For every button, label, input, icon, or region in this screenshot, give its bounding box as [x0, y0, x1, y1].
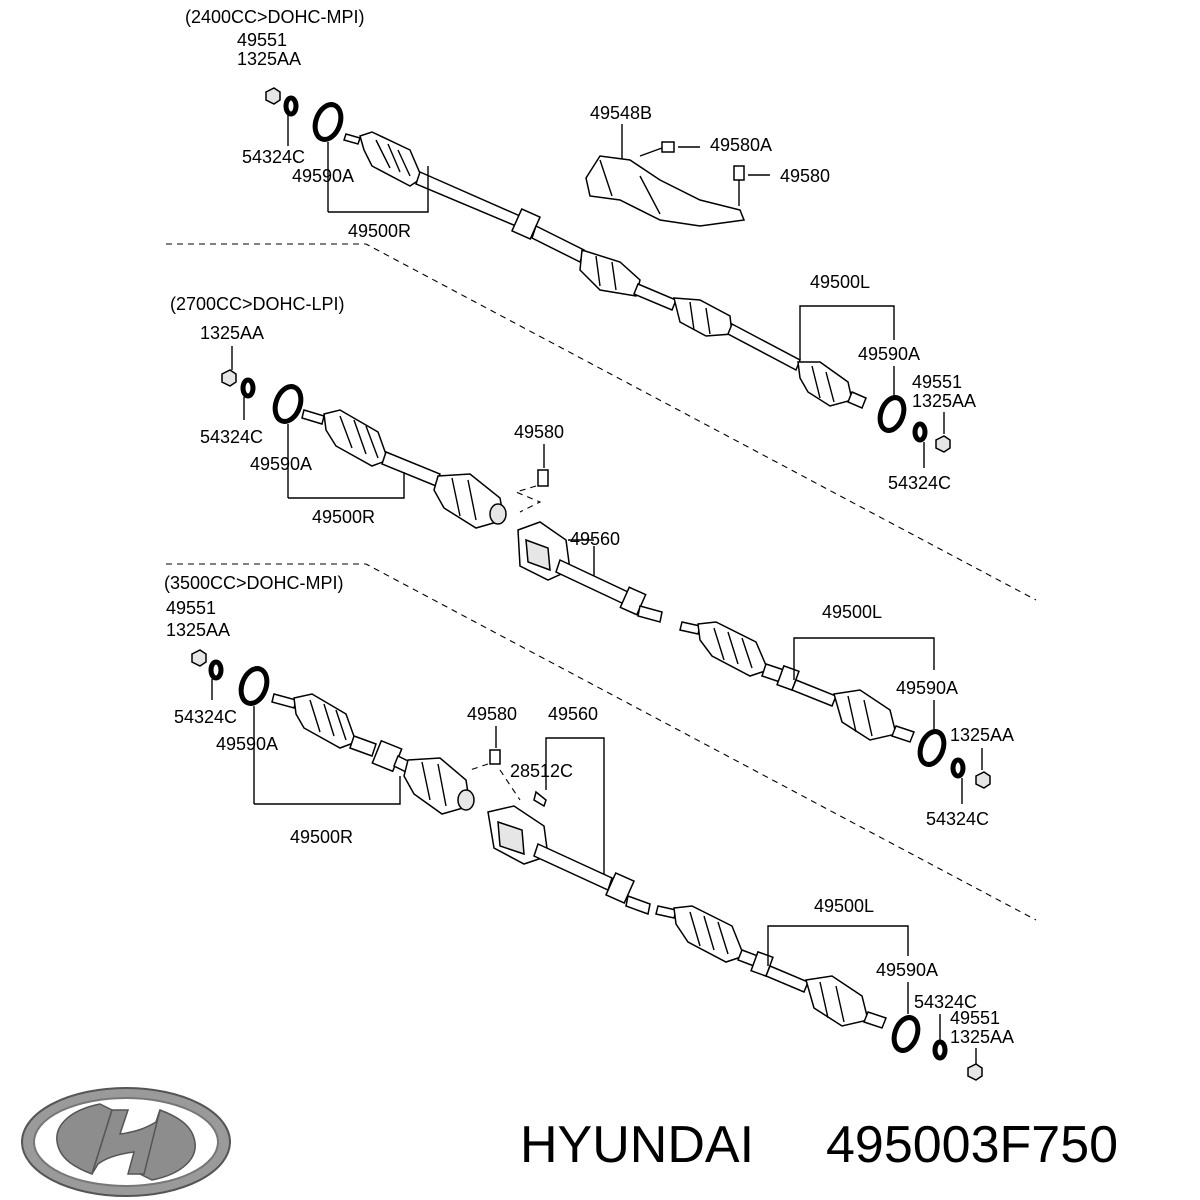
part-label-nut: 1325AA	[200, 323, 264, 343]
part-label-left-boot-kit: 49590A	[896, 678, 958, 698]
variant-label: (3500CC>DOHC-MPI)	[164, 573, 344, 593]
part-label-clip: 28512C	[510, 761, 573, 781]
variant-label: (2700CC>DOHC-LPI)	[170, 294, 345, 314]
part-label-right-shaft: 49500R	[348, 221, 411, 241]
washer-part	[932, 1039, 948, 1061]
part-label-washer: 54324C	[888, 473, 951, 493]
part-label-left-shaft: 49500L	[814, 896, 874, 916]
washer-part	[950, 757, 966, 779]
boot-clamp-ring-part	[272, 384, 304, 424]
part-label-left-shaft: 49500L	[810, 272, 870, 292]
part-label-bearing-bracket: 49560	[570, 529, 620, 549]
part-label-nut-code: 49551	[166, 598, 216, 618]
variant-label: (2400CC>DOHC-MPI)	[185, 7, 365, 27]
part-label-nut: 1325AA	[166, 620, 230, 640]
part-label-bolt: 49580	[514, 422, 564, 442]
bearing-bracket-part	[487, 805, 651, 916]
hub-nut-part	[967, 1063, 983, 1081]
left-drive-shaft-part	[679, 621, 915, 743]
washer-part	[912, 421, 928, 443]
hub-nut-part	[191, 649, 207, 667]
left-drive-shaft-part	[655, 905, 887, 1029]
right-drive-shaft-part	[343, 131, 867, 409]
part-label-washer: 54324C	[174, 707, 237, 727]
bolt-part	[733, 165, 745, 181]
washer-part	[283, 95, 299, 117]
section-2700cc: (2700CC>DOHC-LPI) 1325AA 54324C 49590A 4…	[170, 294, 1014, 829]
boot-clamp-ring-part	[877, 395, 907, 433]
right-drive-shaft-part	[301, 409, 507, 529]
part-label-bracket: 49548B	[590, 103, 652, 123]
hub-nut-part	[221, 369, 237, 387]
part-label-bolt: 49580	[780, 166, 830, 186]
part-label-left-boot-kit: 49590A	[858, 344, 920, 364]
bolt-part	[489, 749, 501, 765]
part-label-nut: 1325AA	[912, 391, 976, 411]
bolt-part	[661, 141, 675, 153]
section-2400cc: (2400CC>DOHC-MPI) 49551 1325AA 54324C 49…	[185, 7, 976, 493]
part-label-nut-code: 49551	[237, 30, 287, 50]
part-label-boot-kit: 49590A	[292, 166, 354, 186]
part-label-washer: 54324C	[200, 427, 263, 447]
part-label-nut-code: 49551	[950, 1008, 1000, 1028]
section-3500cc: (3500CC>DOHC-MPI) 49551 1325AA 54324C 49…	[164, 573, 1014, 1081]
section-divider	[166, 563, 1037, 921]
part-label-washer: 54324C	[242, 147, 305, 167]
right-drive-shaft-part	[271, 693, 475, 815]
part-label-nut: 1325AA	[950, 725, 1014, 745]
heat-shield-bracket-part	[585, 155, 746, 227]
boot-clamp-ring-part	[891, 1015, 921, 1053]
part-label-right-shaft: 49500R	[312, 507, 375, 527]
clip-part	[533, 790, 547, 808]
hub-nut-part	[975, 771, 991, 789]
boot-clamp-ring-part	[312, 102, 344, 142]
part-label-right-shaft: 49500R	[290, 827, 353, 847]
part-label-nut: 1325AA	[950, 1027, 1014, 1047]
hyundai-logo-icon	[21, 1087, 231, 1197]
part-label-boot-kit: 49590A	[250, 454, 312, 474]
part-label-boot-kit: 49590A	[216, 734, 278, 754]
part-label-bearing-bracket: 49560	[548, 704, 598, 724]
boot-clamp-ring-part	[238, 666, 270, 706]
bolt-part	[537, 469, 549, 487]
part-label-left-boot-kit: 49590A	[876, 960, 938, 980]
brand-name: HYUNDAI	[520, 1116, 754, 1174]
part-label-bolt-a: 49580A	[710, 135, 772, 155]
boot-clamp-ring-part	[917, 729, 947, 767]
washer-part	[240, 377, 256, 399]
part-label-washer: 54324C	[914, 992, 977, 1012]
hub-nut-part	[265, 87, 281, 105]
hub-nut-part	[935, 435, 951, 453]
part-number: 495003F750	[826, 1116, 1118, 1174]
washer-part	[208, 659, 224, 681]
bearing-bracket-part	[517, 521, 663, 623]
part-label-washer: 54324C	[926, 809, 989, 829]
part-label-nut-code: 49551	[912, 372, 962, 392]
section-divider	[166, 243, 1037, 601]
part-label-left-shaft: 49500L	[822, 602, 882, 622]
part-label-bolt: 49580	[467, 704, 517, 724]
part-label-nut: 1325AA	[237, 49, 301, 69]
